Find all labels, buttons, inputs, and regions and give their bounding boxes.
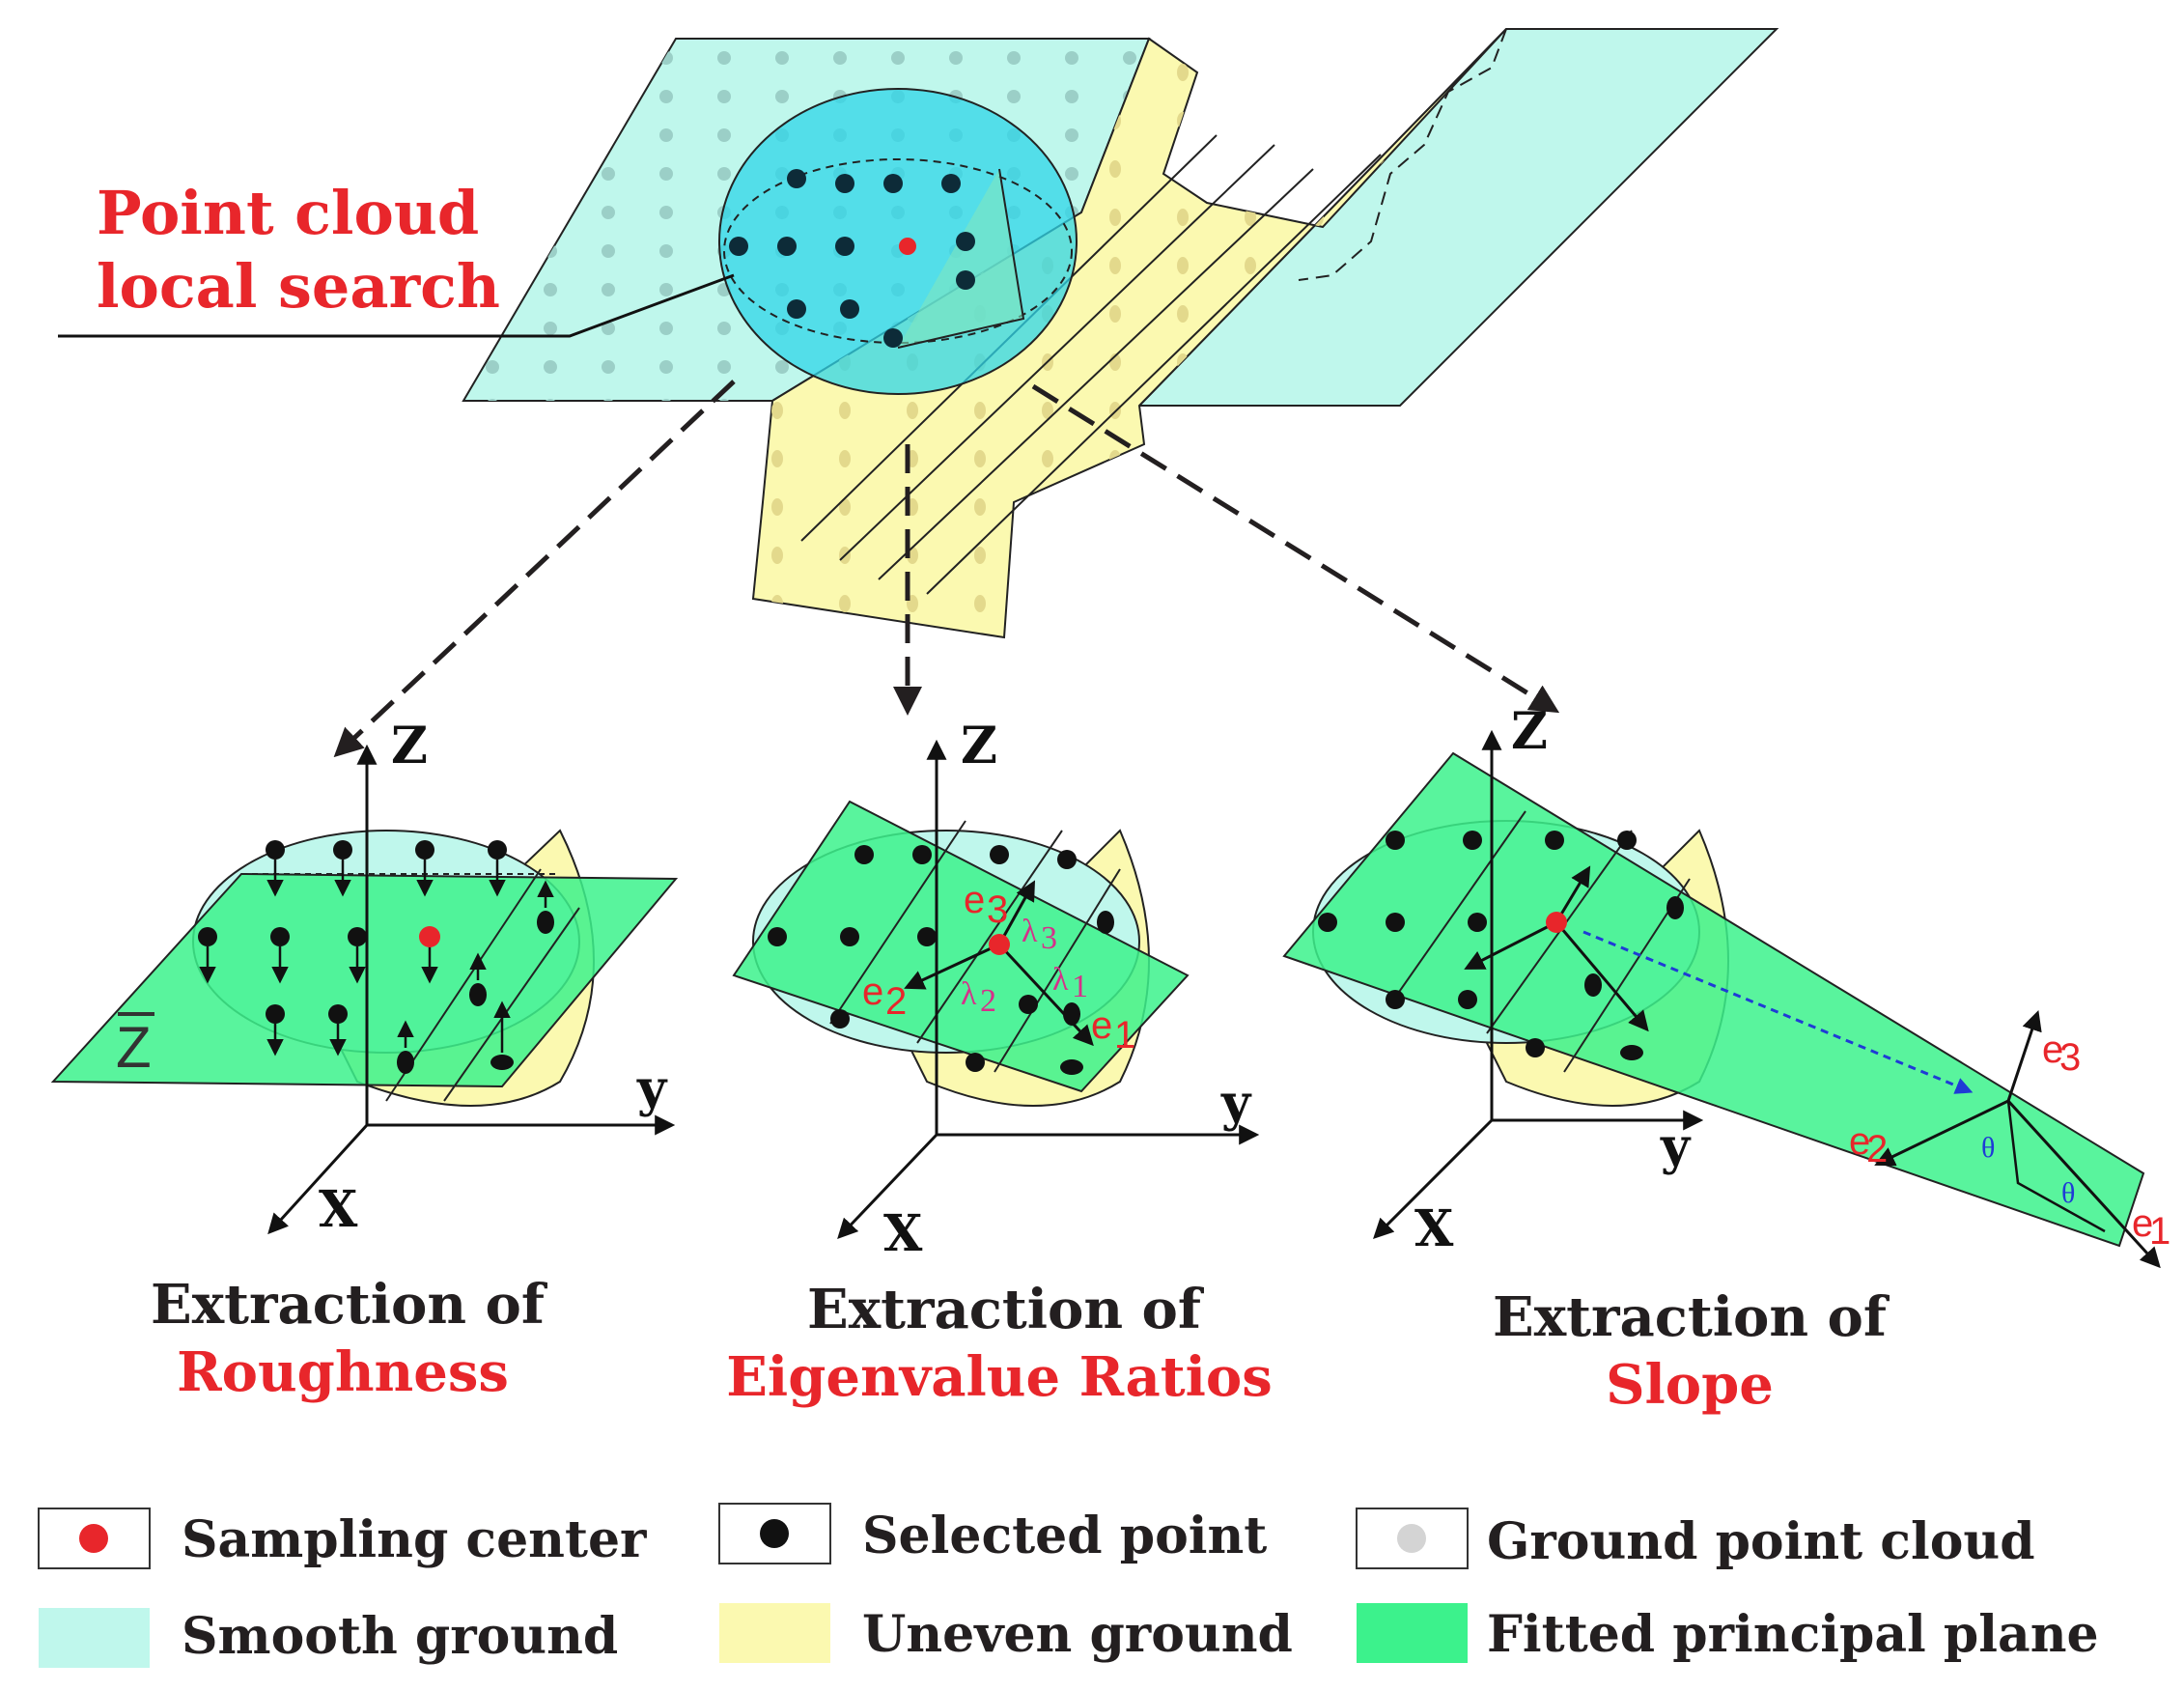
- sphere-sampling-center: [899, 238, 916, 255]
- lambda2-sub: 2: [980, 983, 996, 1019]
- slope-fitted-plane: [1282, 751, 2145, 1248]
- eigen-e2-label: e: [862, 971, 883, 1013]
- roughness-z-axis-label: Z: [391, 717, 428, 775]
- sphere-equator: [723, 158, 1073, 344]
- slope-translate-arrow: [1582, 930, 1974, 1094]
- legend-item-fitted-plane: Fitted principal plane: [1357, 1603, 2099, 1664]
- lambda2-label: λ: [961, 976, 977, 1012]
- eigen-e1-sub: 1: [1114, 1014, 1135, 1057]
- point-cloud-label-line2: local search: [97, 251, 500, 322]
- label-leader-line: [58, 273, 735, 338]
- svg-text:Sampling center: Sampling center: [182, 1510, 647, 1569]
- slope-e1-sub: 1: [2149, 1210, 2170, 1253]
- panel-roughness: Z y X Z Extraction of Roughness: [50, 717, 679, 1404]
- legend-item-selected-point: Selected point: [718, 1503, 1267, 1565]
- eigen-e3-label: e: [964, 879, 985, 921]
- lambda1-sub: 1: [1072, 969, 1088, 1004]
- slope-e2-sub: 2: [1866, 1128, 1888, 1170]
- roughness-projection-arrows: [199, 860, 554, 1057]
- arrow-to-roughness: [333, 380, 736, 758]
- slope-e2-label: e: [1849, 1120, 1870, 1163]
- eigen-e2-sub: 2: [885, 980, 907, 1023]
- eigen-caption-bottom: Eigenvalue Ratios: [726, 1345, 1273, 1409]
- sphere-slice: [897, 168, 1025, 349]
- zbar-label: Z: [116, 1015, 152, 1080]
- svg-text:Smooth ground: Smooth ground: [182, 1607, 618, 1666]
- slope-x-axis-label: X: [1414, 1199, 1454, 1258]
- eigen-e3-sub: 3: [987, 888, 1008, 931]
- arrow-to-slope: [1031, 383, 1560, 714]
- roughness-y-axis-label: y: [636, 1059, 668, 1118]
- slope-caption-bottom: Slope: [1606, 1353, 1774, 1417]
- lambda1-label: λ: [1052, 962, 1069, 998]
- legend-item-smooth-ground: Smooth ground: [39, 1607, 618, 1668]
- terrain-scene: [58, 28, 1779, 758]
- search-sphere: [718, 88, 1078, 395]
- roughness-caption-bottom: Roughness: [177, 1340, 509, 1404]
- panel-slope: e 3 e 2 e 1 θ θ Z y X Extraction of Slop…: [1282, 702, 2170, 1417]
- theta-label-lower: θ: [2061, 1177, 2075, 1209]
- uneven-ground-dots: [753, 29, 1506, 637]
- eigen-sampling-center: [989, 934, 1010, 955]
- svg-text:Uneven ground: Uneven ground: [862, 1605, 1293, 1664]
- legend-item-ground-point-cloud: Ground point cloud: [1356, 1508, 2035, 1571]
- slope-local-frame: [1874, 1010, 2161, 1269]
- point-cloud-label-line1: Point cloud: [97, 178, 479, 248]
- eigen-eigenvectors: [904, 880, 1094, 1047]
- legend-item-uneven-ground: Uneven ground: [719, 1603, 1293, 1664]
- sphere-selected-points: [729, 169, 975, 348]
- eigen-caption-top: Extraction of: [807, 1278, 1205, 1341]
- slope-sampling-center: [1546, 912, 1567, 933]
- lambda3-label: λ: [1022, 914, 1038, 949]
- lambda3-sub: 3: [1041, 920, 1057, 956]
- slope-y-axis-label: y: [1660, 1117, 1692, 1176]
- svg-text:Fitted principal plane: Fitted principal plane: [1487, 1605, 2099, 1664]
- eigen-slice-lines: [829, 820, 1121, 1073]
- roughness-sampling-center: [419, 926, 440, 947]
- slope-e3-label: e: [2042, 1029, 2063, 1071]
- roughness-caption-top: Extraction of: [151, 1273, 548, 1337]
- eigen-y-axis-label: y: [1220, 1074, 1252, 1133]
- svg-text:Selected point: Selected point: [862, 1507, 1267, 1565]
- roughness-axes: [267, 744, 676, 1235]
- slope-e1-label: e: [2132, 1202, 2153, 1245]
- slope-axes: [1373, 729, 1704, 1239]
- roughness-x-axis-label: X: [319, 1180, 358, 1239]
- legend: Sampling center Selected point Ground po…: [38, 1503, 2099, 1668]
- slope-selected-points: [1318, 831, 1684, 1060]
- theta-label-upper: θ: [1981, 1132, 1995, 1164]
- eigen-z-axis-label: Z: [961, 717, 997, 775]
- roughness-selected-points: [198, 840, 554, 1074]
- slope-z-axis-label: Z: [1511, 702, 1548, 761]
- slope-e3-sub: 3: [2059, 1036, 2081, 1079]
- eigen-e1-label: e: [1091, 1004, 1112, 1047]
- slope-caption-top: Extraction of: [1493, 1285, 1890, 1349]
- eigen-x-axis-label: X: [883, 1204, 923, 1263]
- eigen-axes: [837, 739, 1260, 1240]
- eigen-selected-points: [768, 845, 1114, 1075]
- panel-eigenvalue: e 3 e 2 e 1 λ 3 λ 2 λ 1 Z y X Extraction…: [726, 717, 1273, 1409]
- svg-text:Ground point cloud: Ground point cloud: [1487, 1512, 2035, 1571]
- legend-item-sampling-center: Sampling center: [38, 1508, 647, 1569]
